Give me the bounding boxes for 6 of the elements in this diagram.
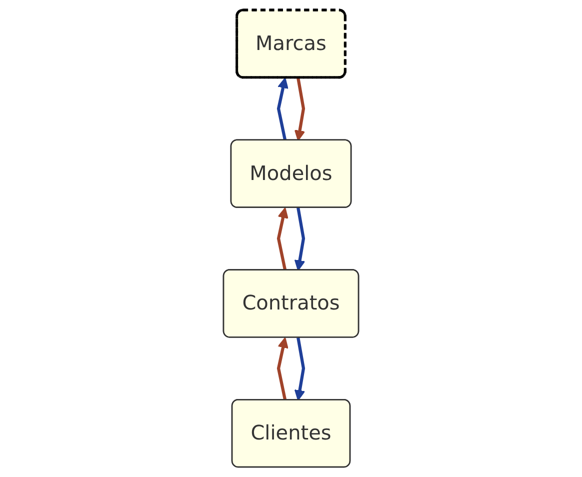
arrow (276, 207, 288, 271)
arrow (276, 78, 288, 141)
arrow (294, 208, 306, 271)
arrow (294, 338, 306, 401)
arrow (294, 78, 306, 141)
arrow (276, 337, 288, 401)
